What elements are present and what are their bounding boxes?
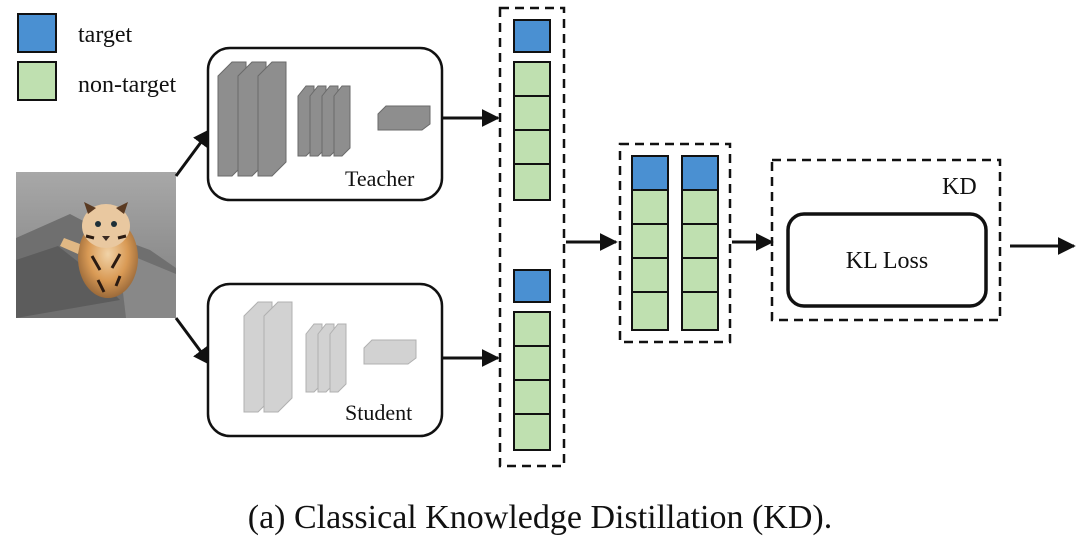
student-target-cell <box>513 269 551 303</box>
teacher-non-target-cell <box>513 163 551 201</box>
legend-non-target-label: non-target <box>78 72 177 98</box>
figure-caption: (a) Classical Knowledge Distillation (KD… <box>248 499 832 536</box>
teacher-non-target-cell <box>513 61 551 97</box>
legend: target non-target <box>17 13 177 101</box>
legend-target-label: target <box>78 22 133 48</box>
legend-non-target-swatch <box>17 61 57 101</box>
teacher-label: Teacher <box>345 166 415 191</box>
teacher-layers <box>217 61 431 177</box>
student-layers <box>243 301 417 413</box>
student-non-target-cell <box>513 413 551 451</box>
kd-block: KD KL Loss <box>770 158 1002 322</box>
arrow-to-teacher <box>174 128 212 177</box>
paired-teacher-logits <box>631 155 669 331</box>
teacher-non-target-cell <box>513 129 551 165</box>
student-network: Student <box>206 282 444 438</box>
kl-loss-label: KL Loss <box>846 248 928 274</box>
teacher-non-target-cell <box>513 95 551 131</box>
student-non-target-cell <box>513 345 551 381</box>
student-non-target-cell <box>513 311 551 347</box>
legend-target-swatch <box>17 13 57 53</box>
arrow-to-student <box>174 317 212 366</box>
student-logits <box>513 269 551 451</box>
teacher-logits <box>513 19 551 201</box>
paired-student-logits <box>681 155 719 331</box>
kd-dashed-box <box>770 158 1002 322</box>
student-non-target-cell <box>513 379 551 415</box>
kd-label: KD <box>942 174 977 200</box>
teacher-target-cell <box>513 19 551 53</box>
logits-column <box>498 6 566 468</box>
teacher-network: Teacher <box>206 46 444 202</box>
logits-dashed-box <box>498 6 566 468</box>
student-label: Student <box>345 400 412 425</box>
input-image <box>16 172 176 318</box>
kl-loss-box <box>786 212 988 308</box>
paired-logits-dashed-box <box>618 142 732 344</box>
paired-logits <box>618 142 732 344</box>
